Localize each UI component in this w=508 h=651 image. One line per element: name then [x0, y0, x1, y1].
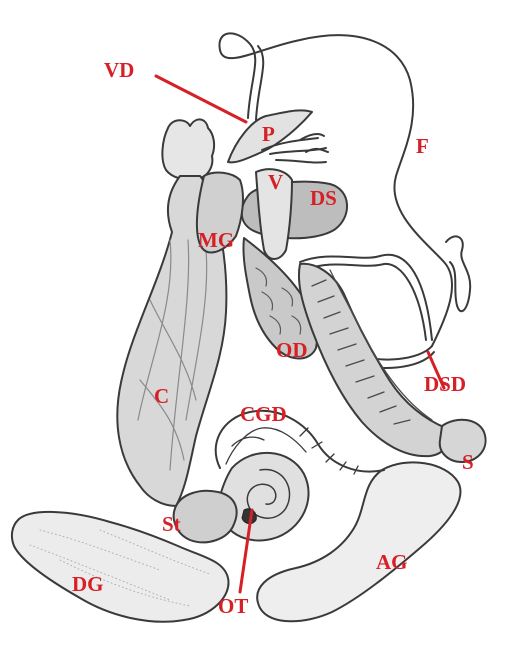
buccal-mass	[162, 119, 214, 179]
label-p: P	[262, 124, 275, 145]
label-st: St	[162, 514, 181, 535]
label-ot: OT	[218, 596, 248, 617]
label-s: S	[462, 452, 474, 473]
label-ag: AG	[376, 552, 408, 573]
label-mg: MG	[198, 230, 234, 251]
label-vd: VD	[104, 60, 134, 81]
label-ds: DS	[310, 188, 337, 209]
label-dsd: DSD	[424, 374, 466, 395]
label-v: V	[268, 172, 283, 193]
label-od: OD	[276, 340, 308, 361]
label-dg: DG	[72, 574, 104, 595]
vd-leader-line	[156, 76, 246, 122]
label-cgd: CGD	[240, 404, 287, 425]
label-c: C	[154, 386, 169, 407]
label-f: F	[416, 136, 429, 157]
stomach	[174, 491, 237, 543]
